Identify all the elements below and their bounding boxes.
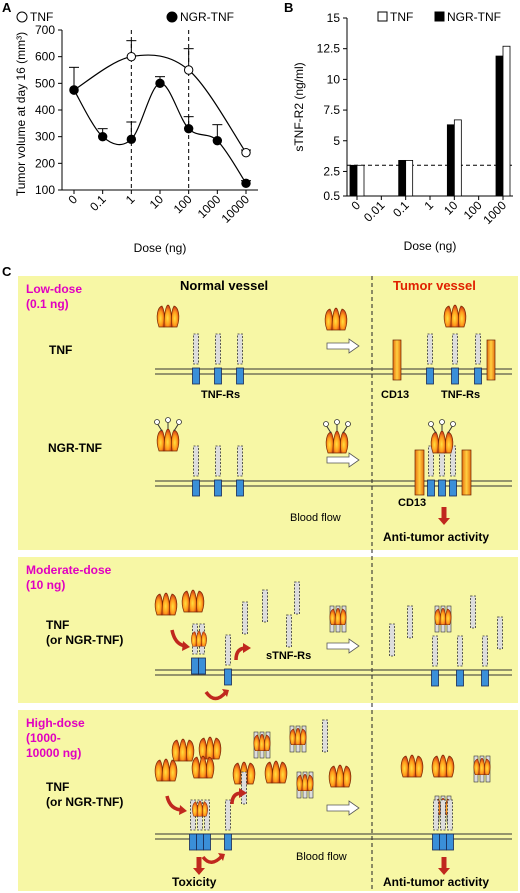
panel-c-letter: C bbox=[2, 264, 12, 279]
toxicity-label: Toxicity bbox=[172, 875, 217, 889]
cd13-label-b: CD13 bbox=[398, 497, 427, 509]
tnfrs-label-tumor: TNF-Rs bbox=[441, 389, 481, 401]
legend-label: TNF bbox=[390, 10, 413, 24]
y-tick-label: 12.5 bbox=[317, 42, 341, 56]
y-tick-label: 0.5 bbox=[323, 189, 340, 203]
blood-flow-label-low: Blood flow bbox=[290, 512, 341, 524]
tnfrs-label-normal: TNF-Rs bbox=[201, 389, 241, 401]
y-axis-label: sTNF-R2 (ng/ml) bbox=[292, 62, 306, 151]
bar-TNF bbox=[405, 159, 414, 197]
x-axis-label: Dose (ng) bbox=[134, 241, 187, 255]
panel-b-letter: B bbox=[284, 0, 294, 15]
data-point-TNF bbox=[241, 147, 251, 158]
data-point-NGR-TNF bbox=[183, 123, 194, 134]
legend-marker-NGR-TNF bbox=[166, 11, 178, 23]
data-point-NGR-TNF bbox=[69, 85, 79, 95]
data-point-NGR-TNF bbox=[97, 131, 108, 142]
data-point-TNF bbox=[183, 65, 194, 75]
legend-marker-TNF bbox=[16, 11, 28, 23]
y-tick-label: 7.5 bbox=[323, 103, 340, 117]
low-dose-title: Low-dose (0.1 ng) bbox=[26, 282, 82, 311]
low-ngr-label: NGR-TNF bbox=[48, 441, 102, 455]
y-tick-label: 2.5 bbox=[323, 164, 340, 178]
tumor-vessel-heading: Tumor vessel bbox=[393, 278, 476, 293]
data-point-NGR-TNF bbox=[212, 135, 223, 146]
legend-swatch-NGR-TNF bbox=[434, 11, 445, 22]
low-tnf-label: TNF bbox=[49, 343, 73, 357]
y-tick-label: 700 bbox=[35, 23, 55, 37]
y-tick-label: 500 bbox=[35, 76, 55, 90]
high-dose-title: High-dose (1000- 10000 ng) bbox=[26, 716, 85, 760]
normal-vessel-heading: Normal vessel bbox=[180, 278, 269, 293]
cd13-label-a: CD13 bbox=[381, 389, 410, 401]
low-dose-box bbox=[18, 276, 518, 550]
bar-TNF bbox=[356, 164, 365, 197]
high-outcome: Anti-tumor activity bbox=[383, 875, 490, 889]
y-tick-label: 10 bbox=[327, 72, 341, 86]
stnfrs-label: sTNF-Rs bbox=[266, 650, 312, 662]
x-axis-label: Dose (ng) bbox=[404, 239, 457, 253]
y-tick-label: 15 bbox=[327, 11, 341, 25]
bar-TNF bbox=[453, 119, 462, 197]
low-outcome: Anti-tumor activity bbox=[383, 530, 490, 544]
data-point-TNF bbox=[126, 51, 137, 62]
y-tick-label: 100 bbox=[35, 183, 55, 197]
data-point-NGR-TNF bbox=[126, 134, 137, 145]
legend-label: NGR-TNF bbox=[180, 10, 234, 24]
data-point-NGR-TNF bbox=[155, 78, 165, 89]
data-point-NGR-TNF bbox=[241, 178, 251, 189]
y-tick-label: 5 bbox=[333, 134, 340, 148]
series-curve-TNF bbox=[73, 54, 247, 154]
y-tick-label: 600 bbox=[35, 50, 55, 64]
bar-TNF bbox=[502, 45, 511, 197]
legend-label: NGR-TNF bbox=[447, 10, 501, 24]
high-label: TNF (or NGR-TNF) bbox=[46, 780, 124, 809]
y-tick-label: 400 bbox=[35, 103, 55, 117]
moderate-dose-title: Moderate-dose (10 ng) bbox=[26, 563, 112, 592]
y-tick-label: 200 bbox=[35, 156, 55, 170]
moderate-label: TNF (or NGR-TNF) bbox=[46, 618, 124, 647]
y-tick-label: 300 bbox=[35, 130, 55, 144]
panel-a-letter: A bbox=[2, 0, 12, 15]
blood-flow-label-high: Blood flow bbox=[296, 851, 347, 863]
y-axis-label: Tumor volume at day 16 (mm³) bbox=[14, 32, 28, 196]
legend-swatch-TNF bbox=[377, 11, 388, 22]
legend-label: TNF bbox=[30, 10, 53, 24]
